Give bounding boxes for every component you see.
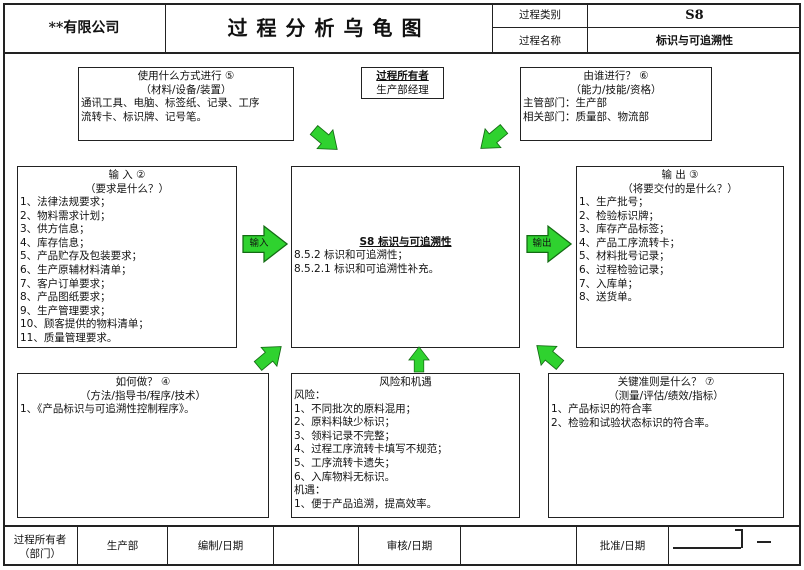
input-subtitle: （要求是什么？） (85, 183, 169, 195)
input-title: 输 入 ② (108, 169, 146, 181)
arrow-risk-icon (408, 346, 430, 373)
who-box: 由谁进行？ ⑥ （能力/技能/资格） 主管部门：生产部 相关部门：质量部、物流部 (520, 67, 712, 141)
footer-approved-label: 批准/日期 (577, 527, 669, 566)
how-box: 如何做？ ④ （方法/指导书/程序/技术） 1、《产品标识与可追溯性控制程序》。 (17, 373, 269, 518)
input-box: 输 入 ② （要求是什么？） 1、法律法规要求； 2、物料需求计划； 3、供方信… (17, 166, 237, 348)
process-category-label: 过程类别 (493, 3, 588, 28)
output-item: 1、生产批号； (579, 196, 649, 208)
arrow-who-icon (472, 119, 513, 159)
arrow-output-label: 输出 (532, 238, 552, 249)
input-item: 1、法律法规要求； (20, 196, 111, 208)
risk-line: 1、不同批次的原料混用； (294, 402, 417, 415)
input-item: 2、物料需求计划； (20, 209, 111, 222)
arrow-input-label: 输入 (249, 238, 269, 249)
means-line: 通讯工具、电脑、标签纸、记录、工序 (81, 97, 260, 109)
risk-line: 1、便于产品追溯，提高效率。 (294, 497, 438, 510)
criteria-line: 1、产品标识的符合率 (551, 403, 653, 415)
criteria-subtitle: （测量/评估/绩效/指标） (608, 390, 724, 402)
footer-reviewed-field[interactable] (461, 527, 577, 566)
output-item: 6、过程检验记录； (579, 263, 670, 276)
risk-line: 3、领料记录不完整； (294, 429, 396, 442)
criteria-title: 关键准则是什么？ ⑦ (617, 376, 715, 388)
how-title: 如何做？ ④ (115, 376, 171, 388)
input-item: 4、库存信息； (20, 236, 90, 249)
center-line: 8.5.2 标识和可追溯性； (294, 249, 409, 261)
input-item: 6、生产原辅材料清单； (20, 263, 132, 276)
output-item: 3、库存产品标签； (579, 223, 670, 236)
risk-title: 风险和机遇 (379, 376, 432, 388)
footer-prepared-field[interactable] (274, 527, 359, 566)
company-name: **有限公司 (3, 3, 166, 54)
risk-line: 风险： (294, 389, 326, 401)
arrow-how-icon (249, 336, 290, 376)
footer-owner-value: 生产部 (78, 527, 168, 566)
page-title: 过程分析乌龟图 (166, 3, 493, 54)
output-subtitle: （将要交付的是什么？） (622, 183, 738, 195)
who-subtitle: （能力/技能/资格） (570, 84, 662, 96)
header: **有限公司 过程分析乌龟图 过程类别 S8 过程名称 标识与可追溯性 (3, 3, 801, 54)
input-item: 8、产品图纸要求； (20, 291, 111, 304)
output-item: 7、入库单； (579, 277, 639, 290)
arrow-means-icon (305, 120, 346, 160)
output-title: 输 出 ③ (661, 169, 699, 181)
input-item: 5、产品贮存及包装要求； (20, 250, 143, 263)
means-title: 使用什么方式进行 ⑤ (137, 70, 235, 82)
footer-approved-field[interactable] (669, 527, 801, 566)
footer-owner-label: 过程所有者 （部门） (3, 527, 78, 566)
input-item: 10、顾客提供的物料清单； (20, 318, 149, 331)
owner-box: 过程所有者 生产部经理 (361, 67, 444, 99)
how-subtitle: （方法/指导书/程序/技术） (79, 390, 207, 402)
risk-line: 机遇： (294, 484, 326, 497)
who-line: 相关部门：质量部、物流部 (523, 110, 649, 123)
means-line: 流转卡、标识牌、记号笔。 (81, 110, 207, 123)
process-category-value: S8 (588, 3, 801, 28)
input-item: 9、生产管理要求； (20, 304, 111, 317)
output-item: 4、产品工序流转卡； (579, 236, 681, 249)
owner-value: 生产部经理 (376, 84, 429, 96)
footer-reviewed-label: 审核/日期 (359, 527, 461, 566)
risk-box: 风险和机遇 风险： 1、不同批次的原料混用； 2、原料料缺少标识； 3、领料记录… (291, 373, 520, 518)
output-item: 2、检验标识牌； (579, 209, 660, 222)
input-item: 11、质量管理要求。 (20, 331, 118, 344)
how-line: 1、《产品标识与可追溯性控制程序》。 (20, 403, 195, 415)
risk-line: 2、原料料缺少标识； (294, 416, 396, 429)
output-item: 5、材料批号记录； (579, 250, 670, 263)
process-name-label: 过程名称 (493, 28, 588, 54)
footer-owner-label-line1: 过程所有者 (13, 534, 67, 546)
input-item: 3、供方信息； (20, 223, 90, 236)
footer-owner-label-line2: （部门） (19, 548, 61, 560)
center-box: S8 标识与可追溯性 8.5.2 标识和可追溯性； 8.5.2.1 标识和可追溯… (291, 166, 520, 348)
risk-line: 6、入库物料无标识。 (294, 470, 396, 483)
who-line: 主管部门：生产部 (523, 97, 607, 109)
footer: 过程所有者 （部门） 生产部 编制/日期 审核/日期 批准/日期 (3, 525, 801, 566)
center-line: 8.5.2.1 标识和可追溯性补充。 (294, 262, 440, 275)
risk-line: 4、过程工序流转卡填写不规范； (294, 443, 448, 456)
criteria-box: 关键准则是什么？ ⑦ （测量/评估/绩效/指标） 1、产品标识的符合率 2、检验… (548, 373, 784, 518)
who-title: 由谁进行？ ⑥ (583, 70, 649, 82)
arrow-criteria-icon (528, 335, 569, 375)
process-name-value: 标识与可追溯性 (656, 34, 733, 47)
outer-frame (3, 3, 801, 566)
means-subtitle: （材料/设备/装置） (140, 84, 232, 96)
output-box: 输 出 ③ （将要交付的是什么？） 1、生产批号； 2、检验标识牌； 3、库存产… (576, 166, 784, 348)
criteria-line: 2、检验和试验状态标识的符合率。 (551, 416, 716, 429)
input-item: 7、客户订单要求； (20, 277, 111, 290)
risk-line: 5、工序流转卡遗失； (294, 456, 396, 469)
footer-prepared-label: 编制/日期 (168, 527, 274, 566)
means-box: 使用什么方式进行 ⑤ （材料/设备/装置） 通讯工具、电脑、标签纸、记录、工序 … (78, 67, 294, 141)
owner-title: 过程所有者 (376, 70, 429, 82)
output-item: 8、送货单。 (579, 291, 639, 304)
center-title: S8 标识与可追溯性 (359, 236, 452, 248)
